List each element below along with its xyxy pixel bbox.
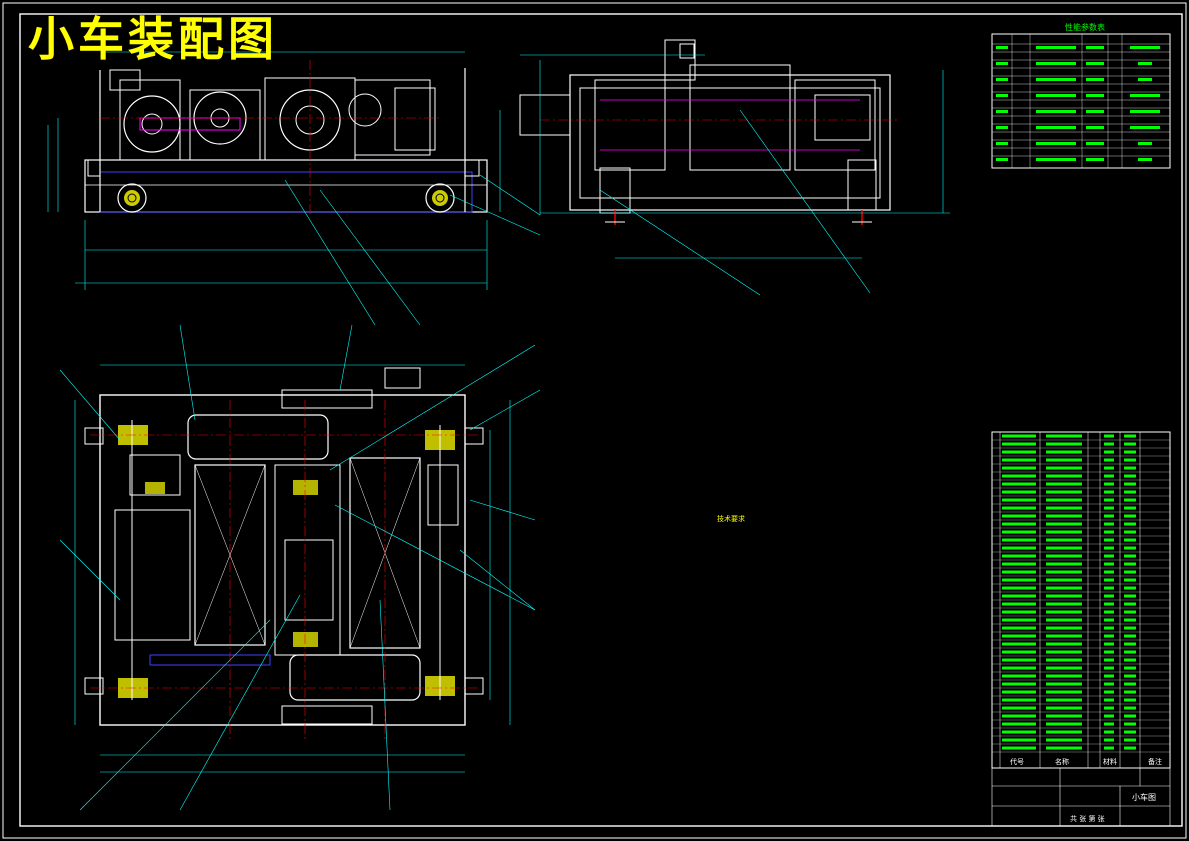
side-view — [519, 39, 950, 259]
parts-header-code: 代号 — [1010, 758, 1024, 766]
parts-header-name: 名称 — [1055, 758, 1069, 766]
title-block — [991, 767, 1171, 827]
front-view — [47, 51, 501, 290]
sheet-label: 共 张 第 张 — [1070, 815, 1105, 823]
parts-header-remark: 备注 — [1148, 758, 1162, 766]
parts-list — [991, 431, 1171, 769]
tech-requirements-heading: 技术要求 — [717, 515, 745, 523]
drawing-name: 小车图 — [1132, 793, 1156, 802]
plan-view — [74, 364, 511, 773]
drawing-title: 小车装配图 — [28, 12, 278, 66]
leader-lines — [59, 109, 871, 811]
tech-requirements: 技术要求 — [676, 514, 976, 527]
param-table-heading: 性能参数表 — [1065, 23, 1105, 32]
inner-frame — [19, 13, 1183, 827]
parts-header-material: 材料 — [1103, 758, 1117, 766]
performance-table — [991, 33, 1171, 169]
